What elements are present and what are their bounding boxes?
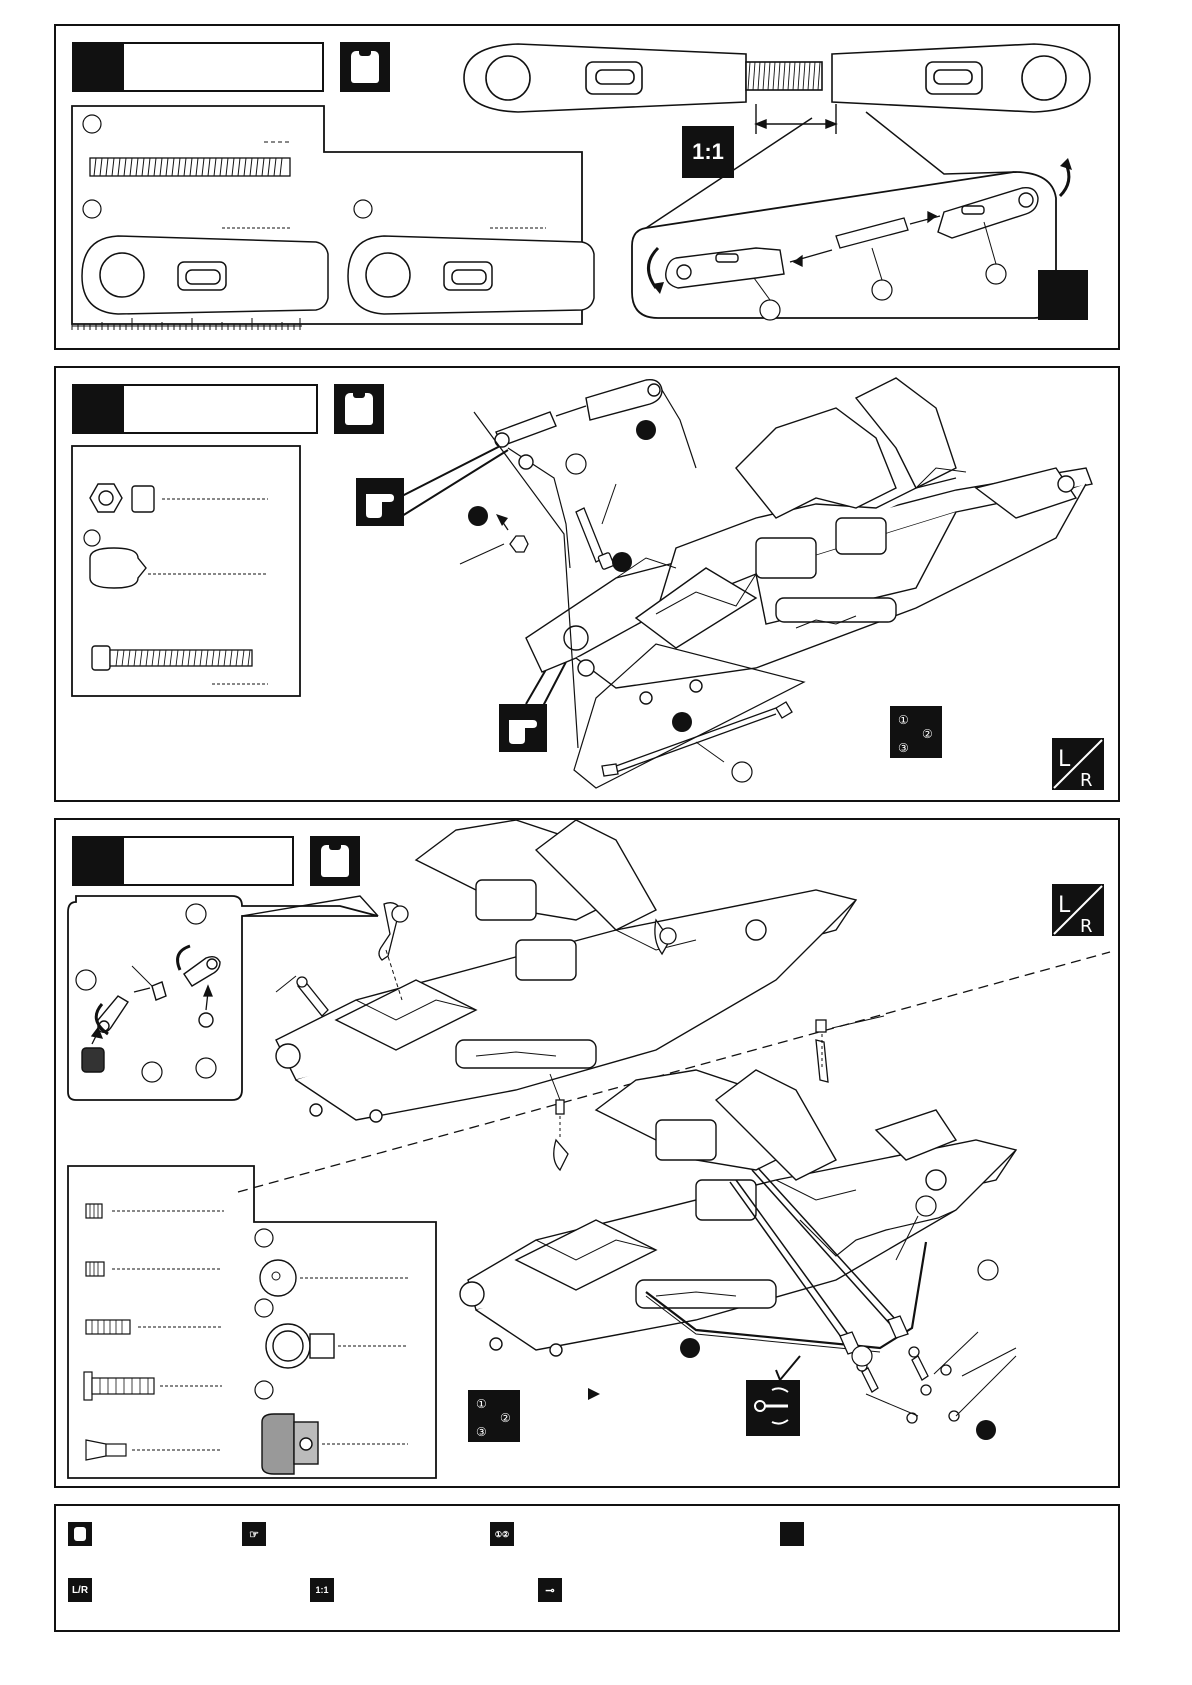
part-callout-a [83, 115, 101, 133]
sequence-icon: ①② [490, 1522, 514, 1546]
step-marker-c [612, 552, 632, 572]
exploded-rod-end-right [938, 188, 1038, 238]
svg-text:L: L [1058, 747, 1071, 772]
step-panel-3: L R [54, 818, 1120, 1488]
cap-screw-part [92, 646, 110, 670]
rod-end-part-1 [82, 236, 328, 314]
ball-screw [297, 977, 328, 1016]
svg-text:③: ③ [476, 1425, 487, 1439]
left-right-icon: L/R [68, 1578, 92, 1602]
long-screw [576, 508, 614, 570]
svg-text:R: R [1080, 916, 1093, 937]
ball-end-part [266, 1324, 334, 1368]
callout-shaft [732, 762, 752, 782]
legend-bag [68, 1522, 102, 1546]
black-square-mark [1038, 270, 1088, 320]
step-marker-d [672, 712, 692, 732]
part-callout-ball [84, 530, 100, 546]
ball-link-parts [82, 957, 220, 1072]
svg-text:L: L [1058, 893, 1071, 918]
lock-nut-side [132, 486, 154, 512]
pivot-ball-part [90, 548, 146, 588]
svg-text:①: ① [898, 713, 909, 727]
black-square-icon [780, 1522, 804, 1546]
chassis-link-diagram: ① ② ③ L R [56, 368, 1122, 804]
detail-callout-3 [986, 264, 1006, 284]
svg-text:②: ② [922, 727, 933, 741]
legend-black-square [780, 1522, 814, 1546]
drive-shaft [602, 702, 792, 776]
legend-scale: 1:1 [310, 1578, 344, 1602]
ball-cup-part [262, 1414, 318, 1474]
assembled-turnbuckle [464, 44, 1090, 112]
rod-end-part-2 [348, 236, 594, 314]
chassis-drawing [526, 378, 1092, 704]
exploded-rod [836, 218, 908, 248]
legend-left-right: L/R [68, 1578, 102, 1602]
svg-text:①: ① [476, 1397, 487, 1411]
svg-text:③: ③ [898, 741, 909, 755]
callout-ball [566, 454, 586, 474]
svg-text:②: ② [500, 1411, 511, 1425]
legend-point: ☞ [242, 1522, 276, 1546]
adjust-icon: ⊸ [538, 1578, 562, 1602]
scale-icon: 1:1 [310, 1578, 334, 1602]
detail-callout-1 [760, 300, 780, 320]
bag-icon [68, 1522, 92, 1546]
svg-text:R: R [1080, 770, 1093, 791]
step-marker-a [636, 420, 656, 440]
symbol-legend: ☞ ①② L/R 1:1 ⊸ [54, 1504, 1120, 1632]
legend-sequence: ①② [490, 1522, 524, 1546]
set-screws [84, 1204, 154, 1460]
scale-1-to-1-icon: 1:1 [682, 126, 734, 178]
step-panel-2: ① ② ③ L R [54, 366, 1120, 802]
part-callout-b [83, 200, 101, 218]
upper-link-rod [495, 380, 662, 447]
part-callout-c [354, 200, 372, 218]
adjust-icon [746, 1380, 800, 1436]
legend-adjust: ⊸ [538, 1578, 572, 1602]
step-panel-1: 1:1 [54, 24, 1120, 350]
exploded-rod-end-left [666, 248, 784, 288]
step-marker-b [468, 506, 488, 526]
detail-callout-2 [872, 280, 892, 300]
sequence-arrow [588, 1388, 600, 1400]
turnbuckle-diagram [56, 26, 1122, 352]
stabilizer-diagram: L R [56, 820, 1122, 1490]
point-hand-icon: ☞ [242, 1522, 266, 1546]
